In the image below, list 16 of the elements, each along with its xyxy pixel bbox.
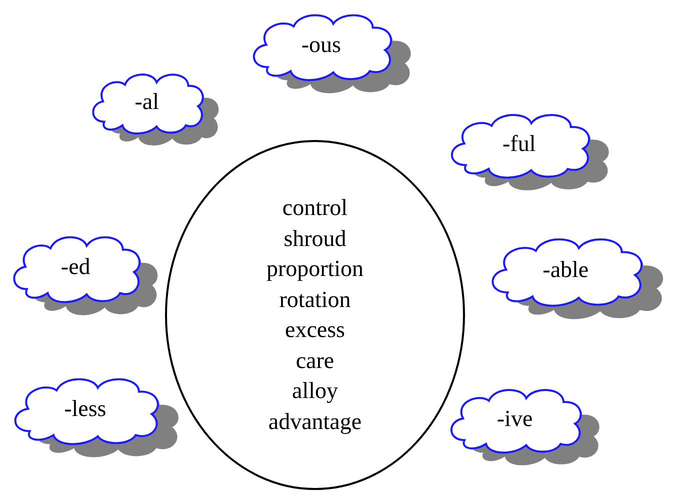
word-text: advantage [268,408,362,436]
suffix-text: -ed [60,254,90,280]
word-text: care [296,346,334,374]
suffix-text: -ful [502,130,536,157]
word-text: shroud [284,224,346,252]
ellipse-shape [165,140,465,490]
suffix-text: -al [134,88,160,115]
word-text: alloy [292,377,338,405]
suffix-text: -ous [301,32,341,58]
word-text: proportion [266,255,364,283]
suffix-text: -ive [496,406,533,432]
word-text: control [282,194,348,222]
word-text: rotation [279,286,351,314]
suffix-text: -less [64,396,106,422]
word-text: excess [284,316,346,344]
suffix-text: -able [542,256,589,283]
